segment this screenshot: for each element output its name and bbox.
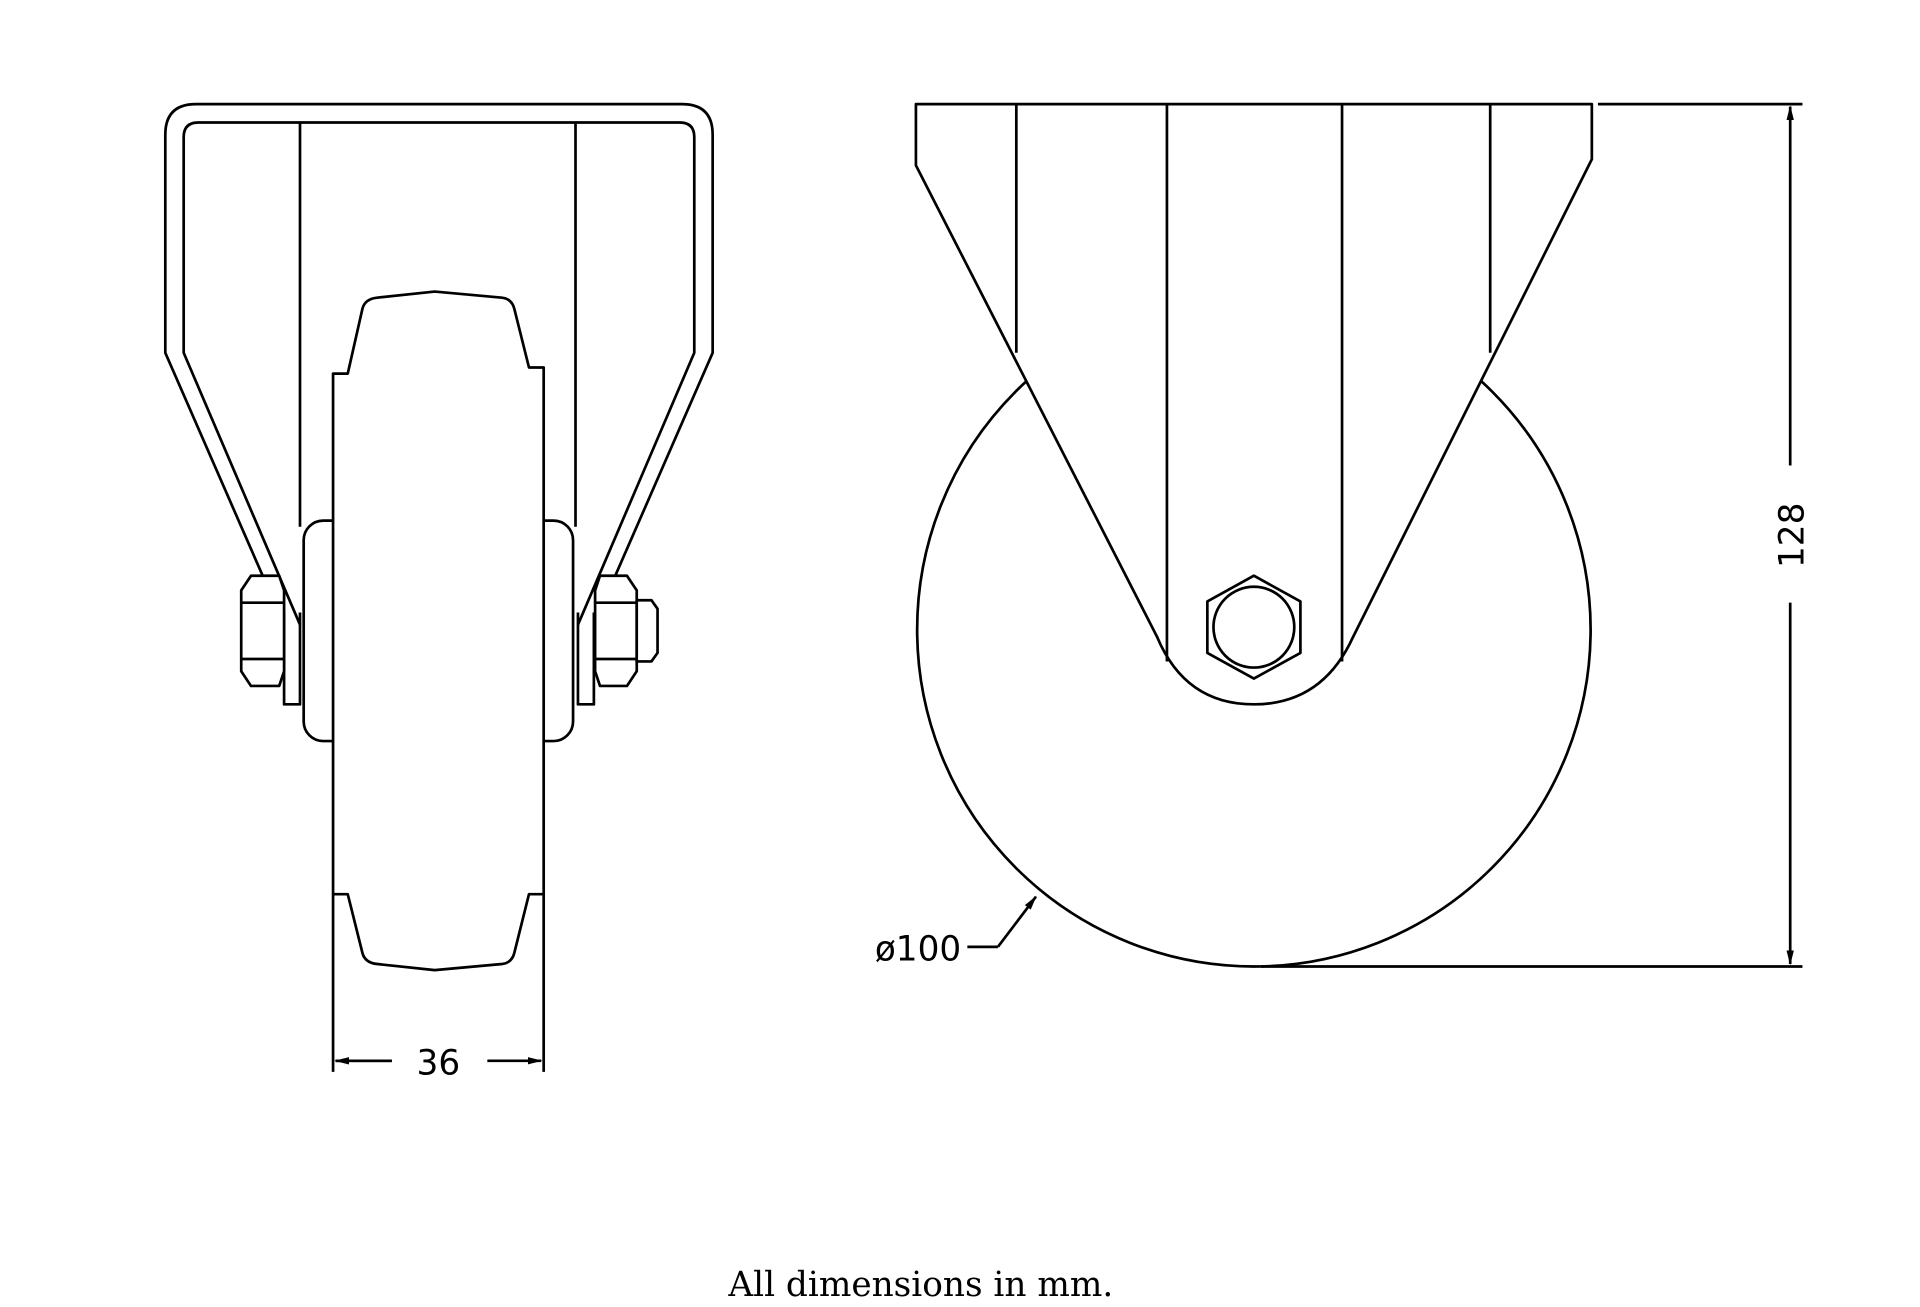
diameter-dimension-label: ø100	[875, 929, 961, 969]
axle-nut-icon	[1206, 574, 1302, 680]
left-nut-icon	[239, 574, 286, 688]
side-view: 128 ø100	[875, 102, 1813, 969]
bracket-inner	[182, 121, 696, 626]
bracket-outer	[163, 102, 714, 626]
left-leg	[282, 612, 302, 706]
fork	[914, 102, 1594, 706]
caption: All dimensions in mm.	[727, 1265, 1113, 1305]
width-dimension: 36	[334, 1043, 543, 1083]
width-dimension-label: 36	[417, 1043, 461, 1083]
right-leg	[576, 612, 596, 706]
front-view: 36	[163, 102, 714, 1083]
height-dimension-label: 128	[1773, 503, 1813, 568]
tyre	[331, 290, 546, 1072]
height-dimension: 128	[1261, 102, 1813, 968]
right-nut-icon	[593, 574, 659, 688]
diameter-dimension: ø100	[875, 895, 1037, 969]
